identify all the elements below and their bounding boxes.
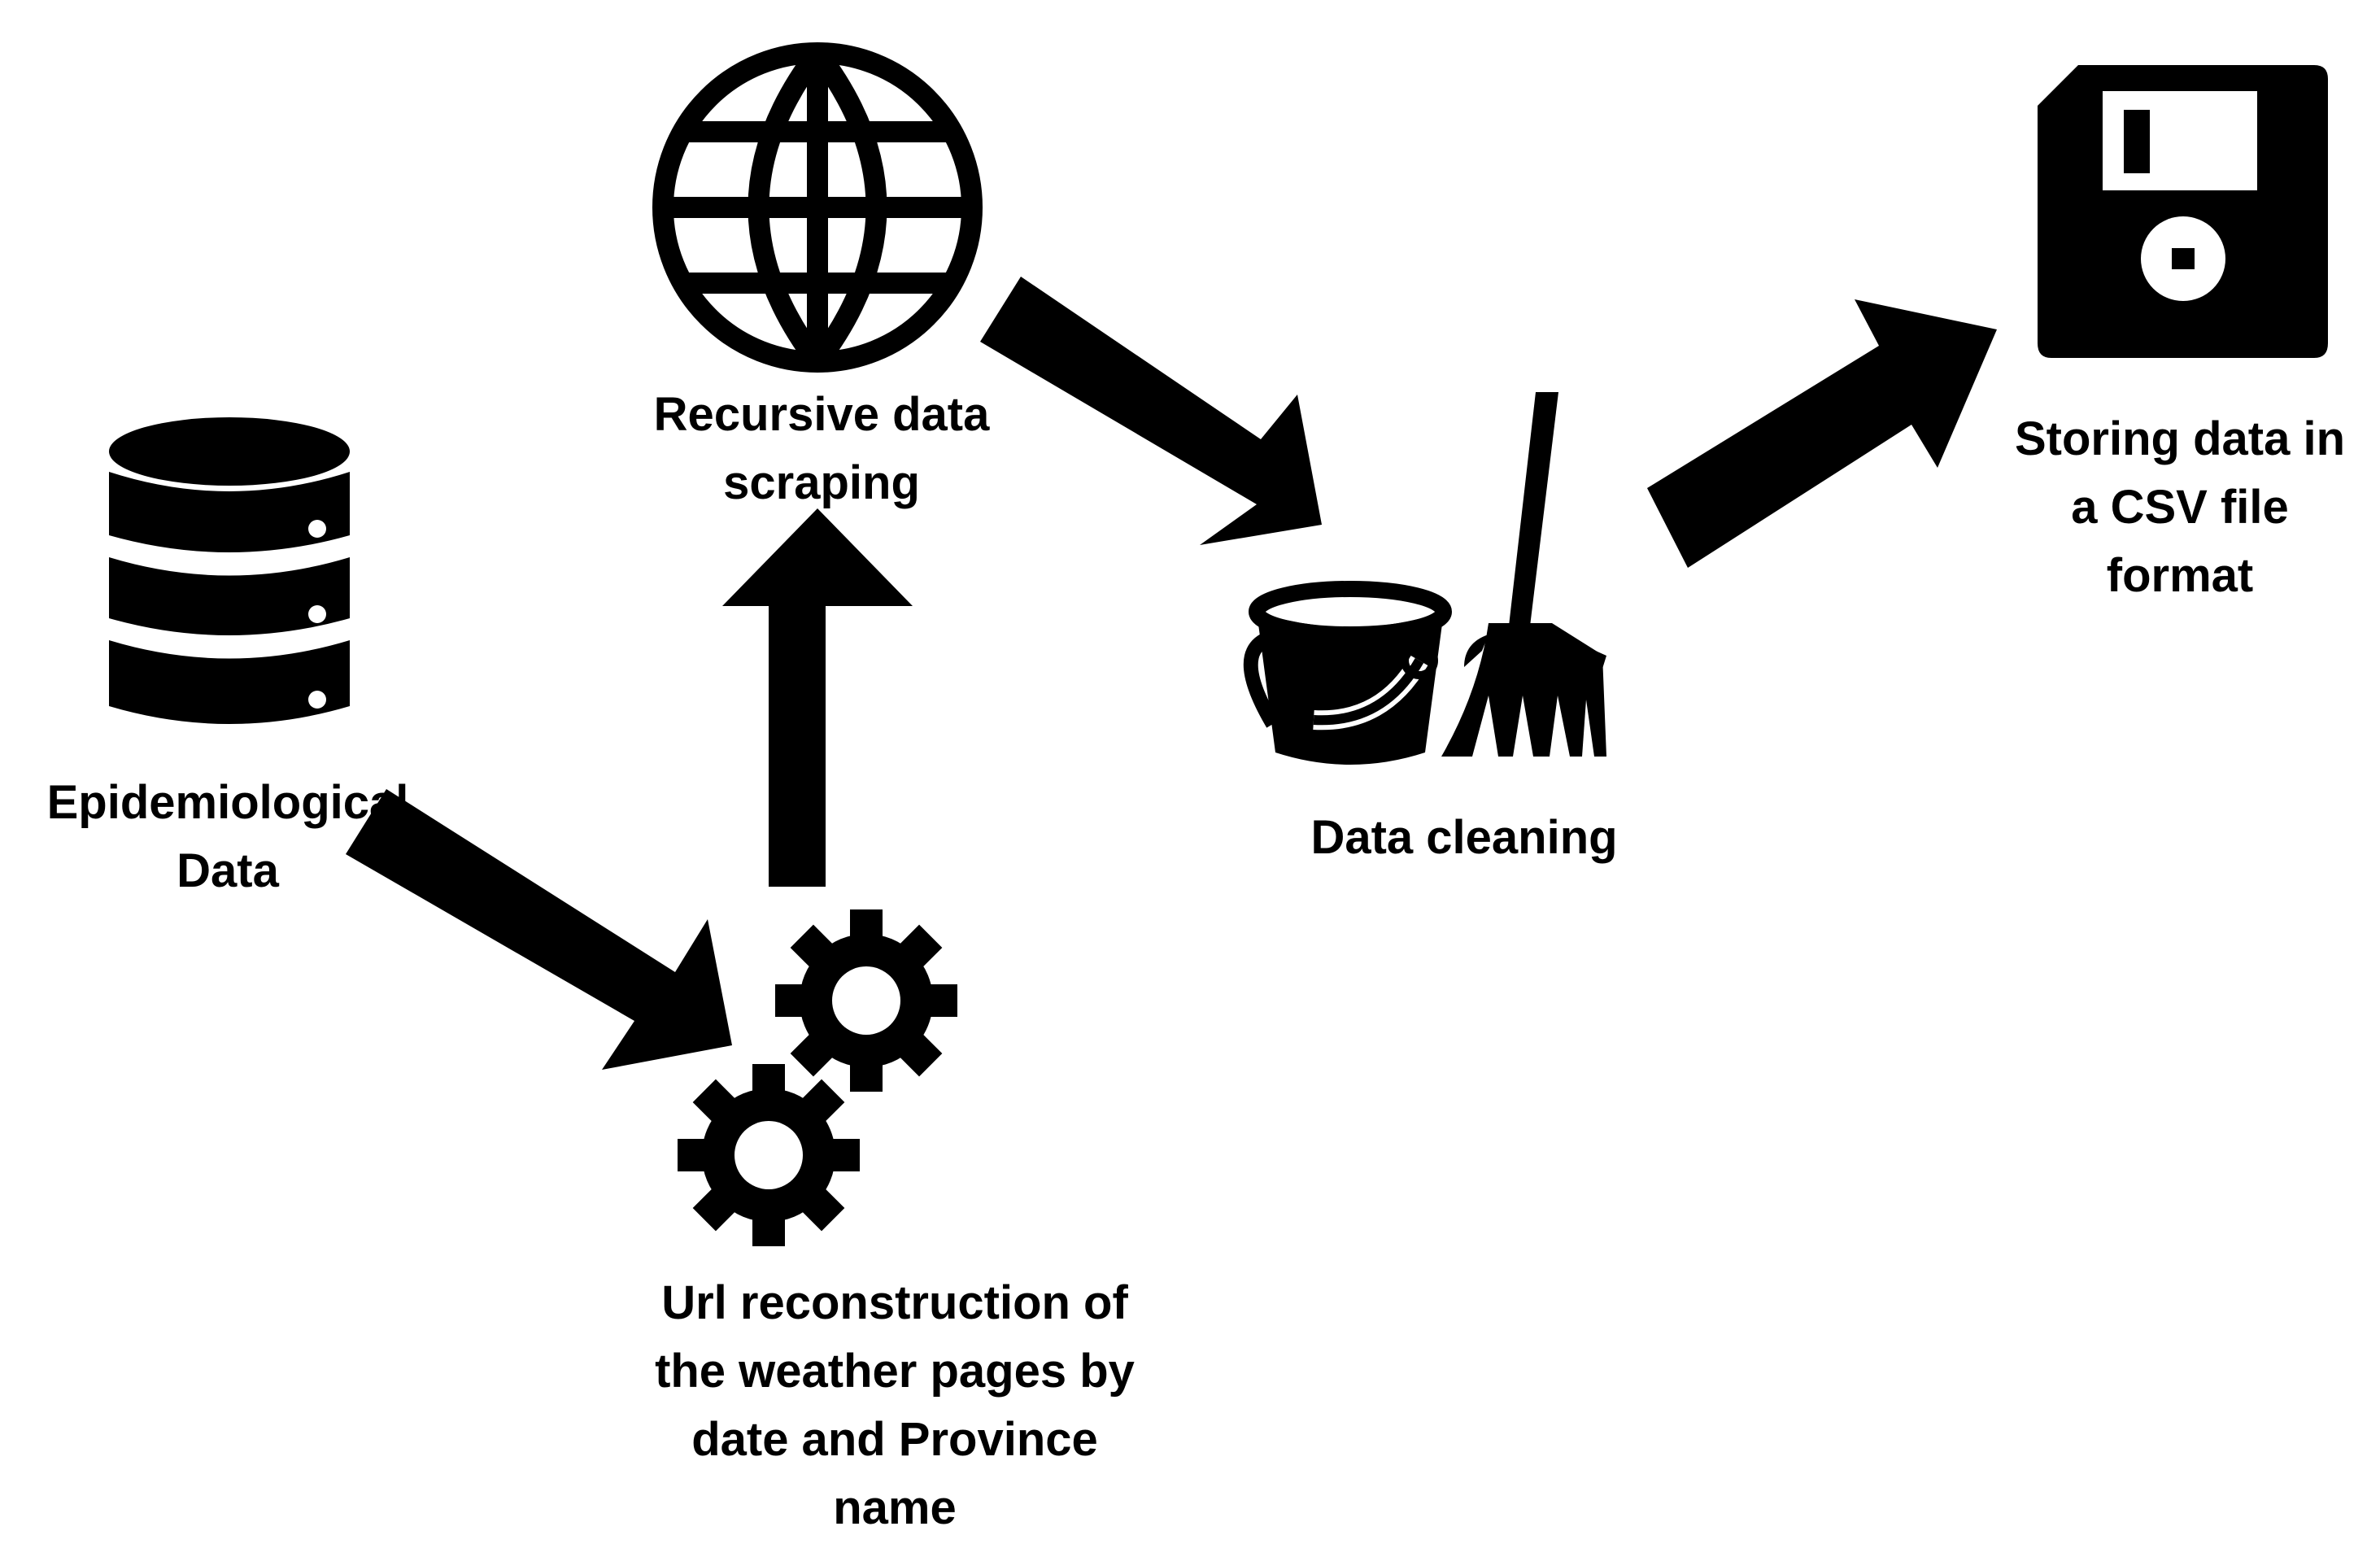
storing-csv-label: Storing data in a CSV file format: [1985, 405, 2375, 610]
label-line: Recursive data: [653, 388, 990, 441]
label-line: Storing data in: [2015, 412, 2345, 465]
epidemiological-data-label: Epidemiological Data: [24, 769, 431, 905]
bucket-and-mop-icon: [1243, 392, 1606, 765]
arrow-gears-to-globe: [722, 508, 913, 887]
label-line: Url reconstruction of: [661, 1276, 1128, 1329]
url-reconstruction-label: Url reconstruction of the weather pages …: [590, 1269, 1200, 1542]
globe-icon: [652, 42, 983, 373]
floppy-disk-icon: [2038, 65, 2328, 358]
label-line: scraping: [723, 456, 920, 509]
label-line: Epidemiological: [46, 776, 409, 829]
label-line: Data cleaning: [1310, 811, 1618, 864]
label-line: the weather pages by: [655, 1345, 1135, 1398]
data-cleaning-label: Data cleaning: [1269, 804, 1659, 872]
label-line: format: [2106, 549, 2254, 602]
arrow-database-to-gears: [346, 789, 732, 1070]
arrow-globe-to-cleaning: [980, 277, 1322, 545]
label-line: Data: [177, 844, 279, 897]
gears-icon: [678, 909, 957, 1246]
database-icon: [109, 417, 350, 724]
arrow-cleaning-to-floppy: [1647, 299, 1997, 568]
label-line: date and Province: [691, 1413, 1098, 1466]
label-line: a CSV file: [2071, 481, 2289, 534]
label-line: name: [833, 1481, 957, 1534]
recursive-scraping-label: Recursive data scraping: [618, 381, 1025, 517]
